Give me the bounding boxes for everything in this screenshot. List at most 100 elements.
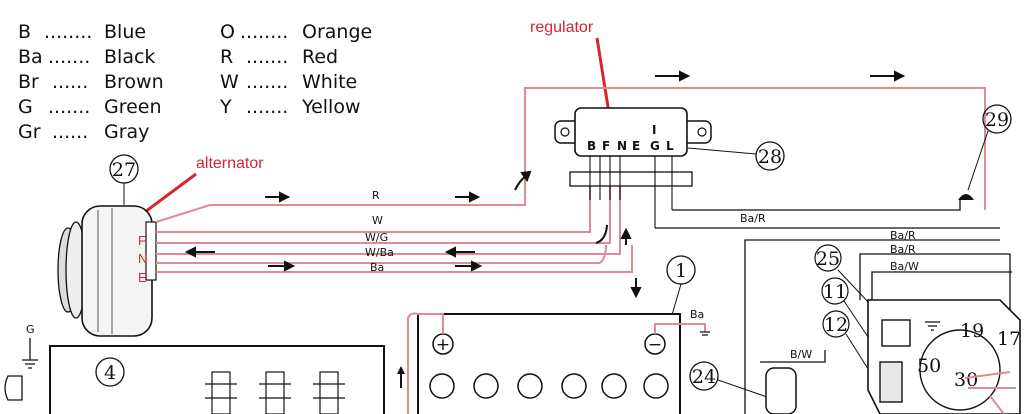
- arrow-head: [469, 191, 481, 203]
- legend-code: W: [220, 71, 239, 93]
- arrow-head: [894, 70, 906, 82]
- callout-4: 4: [104, 362, 116, 384]
- wire-bundle: [155, 87, 986, 273]
- switch-terminal-30: 30: [954, 369, 978, 391]
- callout-11: 11: [823, 281, 847, 303]
- control-wiring: [29, 200, 1012, 414]
- legend-color: White: [302, 71, 357, 93]
- wire-loop-outer: [744, 239, 1000, 414]
- wire-label-BaR: Ba/R: [890, 243, 916, 256]
- flow-arrows: [184, 70, 906, 299]
- regulator-body: [574, 107, 688, 157]
- regulator-connector: [569, 171, 693, 187]
- legend-code: O: [220, 21, 235, 43]
- callout-1: 1: [675, 260, 687, 282]
- legend-code: R: [220, 46, 233, 68]
- arrow-head: [284, 260, 296, 272]
- wire-label-WG: W/G: [365, 231, 388, 244]
- alternator-annotation: alternator: [196, 155, 264, 172]
- callout-circle: [689, 361, 719, 391]
- alternator: 27 F N E: [57, 154, 157, 337]
- wire-Ba: [156, 245, 633, 273]
- wire-battery-negative: [654, 323, 706, 334]
- legend-color: Blue: [104, 21, 146, 43]
- battery: 1 + −: [397, 255, 710, 414]
- arrow-head: [397, 366, 405, 374]
- regulator: I B F N E G L 28: [554, 107, 785, 228]
- callout-leader: [671, 283, 682, 316]
- legend-dots: ........: [44, 21, 92, 43]
- callout-circle: [821, 277, 849, 305]
- legend-code: Ba: [18, 46, 43, 68]
- wire-N-end: [599, 244, 607, 264]
- plus-sign: +: [436, 335, 450, 355]
- regulator-terminal-E: E: [632, 139, 640, 153]
- minus-sign: −: [648, 335, 662, 355]
- fuse-block: 4: [4, 345, 385, 414]
- callout-leader: [687, 147, 757, 155]
- wire-R: [155, 87, 986, 223]
- switch-red-wires: [964, 371, 1016, 414]
- mount-hole: [560, 127, 570, 137]
- regulator-pins: [589, 156, 673, 228]
- legend-code: G: [18, 96, 33, 118]
- wire-label-G: G: [26, 323, 35, 336]
- ground-symbol: [700, 331, 710, 336]
- legend-color: Green: [104, 96, 162, 118]
- alternator-terminal-E: E: [138, 270, 147, 285]
- ignition-switch-dial: [919, 329, 1001, 411]
- callout-circle: [755, 141, 785, 171]
- sensor-29: 29: [958, 104, 1012, 200]
- battery-case: [417, 313, 681, 414]
- regulator-terminal-L: L: [666, 139, 674, 153]
- legend-dots: ........: [240, 21, 288, 43]
- switch-terminal-50: 50: [917, 355, 941, 377]
- wire-label-Ba-battery: Ba: [690, 308, 704, 321]
- alternator-terminal-block: [145, 221, 157, 281]
- callout-leader: [717, 379, 771, 399]
- color-legend: B ........ Blue Ba ....... Black Br ....…: [18, 21, 372, 143]
- wire-label-BW: B/W: [790, 348, 812, 361]
- callout-circle: [822, 310, 850, 338]
- legend-right-column: O ........ Orange R ....... Red W ......…: [219, 21, 372, 118]
- legend-left-column: B ........ Blue Ba ....... Black Br ....…: [18, 21, 164, 143]
- wire-label-BaR: Ba/R: [740, 212, 766, 225]
- arrow-head: [184, 246, 196, 258]
- wire-label-R: R: [372, 189, 380, 202]
- arrow-head: [630, 287, 642, 299]
- wire-label-Ba: Ba: [370, 261, 384, 274]
- annotations: regulator alternator: [117, 19, 614, 234]
- arrow-head: [279, 191, 291, 203]
- wire-BaR-a: [672, 200, 961, 211]
- arrow-head: [520, 170, 532, 183]
- ignition-cluster: 25 11 12 24 19 17 50 30: [689, 244, 1021, 414]
- legend-dots: ......: [52, 71, 88, 93]
- legend-dots: .......: [48, 46, 90, 68]
- wire-WBa: [156, 180, 621, 255]
- arrow-head: [471, 260, 483, 272]
- fuse-terminals: [205, 371, 345, 414]
- ground-symbol: [925, 321, 940, 331]
- callout-27: 27: [112, 159, 136, 181]
- legend-color: Yellow: [301, 96, 361, 118]
- callout-24: 24: [692, 366, 716, 388]
- legend-dots: .......: [246, 71, 288, 93]
- legend-code: Y: [219, 96, 232, 118]
- alternator-terminal-F: F: [138, 233, 146, 248]
- battery-cells: [429, 373, 669, 399]
- wire-BaW: [871, 271, 1012, 300]
- legend-code: Gr: [18, 121, 41, 143]
- arrow-head: [620, 227, 632, 239]
- wire-BW: [760, 350, 826, 363]
- wire-BaR-c: [859, 253, 1011, 330]
- callout-circle: [814, 244, 842, 272]
- sensor-bulb: [958, 194, 974, 200]
- control-wire-labels: Ba/R Ba/R Ba/R Ba/W B/W G Ba: [26, 212, 919, 361]
- ground-symbol: [22, 359, 38, 369]
- callout-circle: [95, 357, 125, 387]
- legend-color: Red: [302, 46, 338, 68]
- callout-25: 25: [816, 248, 840, 270]
- callout-leader: [967, 130, 989, 191]
- legend-code: Br: [18, 71, 39, 93]
